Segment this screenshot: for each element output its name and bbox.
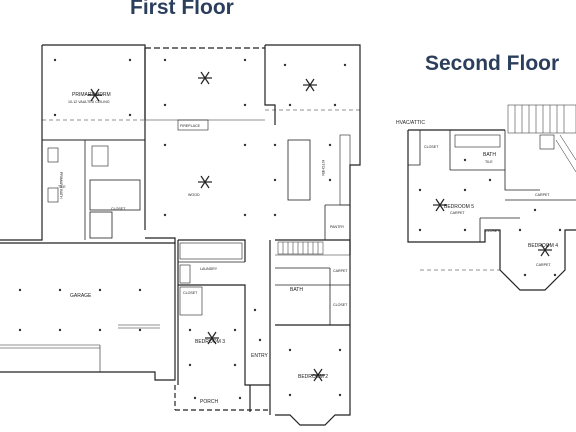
label-carpet-bed5: CARPET [450,211,465,215]
label-porch: PORCH [200,399,218,405]
label-primary-bath: PRIMARY BATH [59,172,63,199]
label-closet-bed5: CLOSET [485,229,500,233]
label-bath-2f: BATH [483,152,496,158]
label-bedroom5: BEDROOM 5 [444,204,474,210]
label-carpet-hall-2f: CARPET [535,193,550,197]
dashed-ceiling-lines [42,109,500,271]
label-primary-sub: 10-12 VAULTED CEILING [68,100,110,104]
label-carpet-hall: CARPET [333,269,348,273]
label-tile: TILE [58,185,66,189]
second-floor-labels: HVAC/ATTIC CLOSET BATH TILE BEDROOM 5 CA… [396,120,558,267]
label-bedroom3: BEDROOM 3 [195,339,225,345]
label-bedroom4: BEDROOM 4 [528,243,558,249]
first-floor-labels: PRIMARY BDRM 10-12 VAULTED CEILING PRIMA… [58,92,348,405]
label-entry: ENTRY [251,353,269,359]
recessed-lights [18,58,562,400]
label-bedroom3-closet: CLOSET [183,291,198,295]
label-pantry: PANTRY [330,225,345,229]
label-laundry: LAUNDRY [200,267,218,271]
label-carpet-bed4: CARPET [536,263,551,267]
label-hvac-attic: HVAC/ATTIC [396,120,425,126]
label-garage: GARAGE [70,293,92,299]
label-tile-2f: TILE [485,160,493,164]
label-wood: WOOD [188,193,200,197]
label-bath2-closet: CLOSET [333,303,348,307]
first-floor-walls [0,44,361,426]
label-primary-closet: CLOSET [111,207,126,211]
label-fireplace: FIREPLACE [180,124,201,128]
label-bath: BATH [290,287,303,293]
ceiling-fans [88,71,552,382]
label-primary-bdrm: PRIMARY BDRM [72,92,111,98]
second-floor-stairs [507,104,576,173]
first-floor-stairs [277,241,324,255]
label-closet-2f: CLOSET [424,145,439,149]
label-kitchen: KITCHEN [321,160,325,176]
first-floor-title: First Floor [130,0,234,19]
label-bedroom2: BEDROOM 2 [298,374,328,380]
second-floor-title: Second Floor [425,52,560,75]
